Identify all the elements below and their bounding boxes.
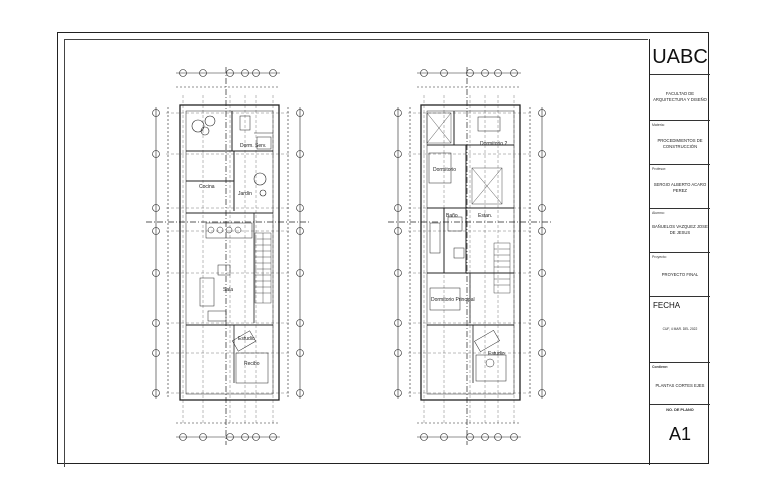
title-block: UABC FACULTAD DE ARQUITECTURA Y DISEÑO M…: [649, 39, 710, 465]
floor-plans-drawing: Dorm. Serv. Cocina Jardín Sala Estudio R…: [146, 67, 552, 445]
room-label: Estudio: [488, 351, 505, 357]
room-label: Sala: [223, 287, 233, 293]
title-block-professor: Profesor: SERGIO ALBERTO ACARO PEREZ: [650, 165, 710, 209]
room-label: Baño: [446, 213, 458, 219]
faculty-name: FACULTAD DE ARQUITECTURA Y DISEÑO: [653, 91, 707, 102]
room-label: Estan.: [478, 213, 492, 219]
room-label: Dormitorio Principal: [431, 297, 475, 303]
title-block-subject: Materia: PROCEDIMIENTOS DE CONSTRUCCIÓN: [650, 121, 710, 165]
room-label: Dormitorio 2: [480, 141, 507, 147]
sheet-label: No. DE PLANO: [666, 408, 694, 412]
title-block-sheet: No. DE PLANO A1: [650, 405, 710, 465]
subject-value: PROCEDIMIENTOS DE CONSTRUCCIÓN: [657, 138, 703, 149]
room-label: Dorm. Serv.: [240, 143, 266, 149]
project-value: PROYECTO FINAL: [661, 272, 699, 277]
room-label: Dormitorio: [433, 167, 456, 173]
room-label: Cocina: [199, 184, 215, 190]
upper-floor-plan: [388, 67, 552, 445]
professor-label: Profesor:: [652, 167, 667, 171]
subject-label: Materia:: [652, 123, 665, 127]
sheet-number: A1: [668, 424, 692, 444]
title-block-university: UABC: [650, 39, 710, 75]
room-label: Jardín: [238, 191, 252, 197]
upper-floor-room-labels: Dormitorio 2 Dormitorio Baño Estan. Dorm…: [431, 141, 507, 357]
professor-value: SERGIO ALBERTO ACARO PEREZ: [653, 182, 707, 193]
drawing-sheet: Dorm. Serv. Cocina Jardín Sala Estudio R…: [57, 32, 710, 467]
ground-floor-plan: [146, 67, 310, 445]
title-block-faculty: FACULTAD DE ARQUITECTURA Y DISEÑO: [650, 75, 710, 121]
project-label: Proyecto:: [652, 255, 667, 259]
date-label: FECHA: [653, 301, 681, 310]
content-value: PLANTAS CORTES EJES: [655, 383, 705, 388]
room-label: Recibo: [244, 361, 260, 367]
room-label: Estudio: [238, 336, 255, 342]
title-block-date: FECHA CUF, 4 MAR. DEL 2022: [650, 297, 710, 363]
university-name: UABC: [652, 46, 708, 68]
date-value: CUF, 4 MAR. DEL 2022: [662, 327, 698, 331]
student-value: BAÑUELOS VAZQUEZ JOSE DE JESUS: [652, 224, 708, 235]
content-label: Contiene:: [652, 365, 669, 369]
title-block-student: Alumno: BAÑUELOS VAZQUEZ JOSE DE JESUS: [650, 209, 710, 253]
title-block-project: Proyecto: PROYECTO FINAL: [650, 253, 710, 297]
student-label: Alumno:: [652, 211, 665, 215]
title-block-content: Contiene: PLANTAS CORTES EJES: [650, 363, 710, 405]
drawing-frame: [64, 39, 648, 467]
ground-floor-room-labels: Dorm. Serv. Cocina Jardín Sala Estudio R…: [199, 143, 266, 367]
